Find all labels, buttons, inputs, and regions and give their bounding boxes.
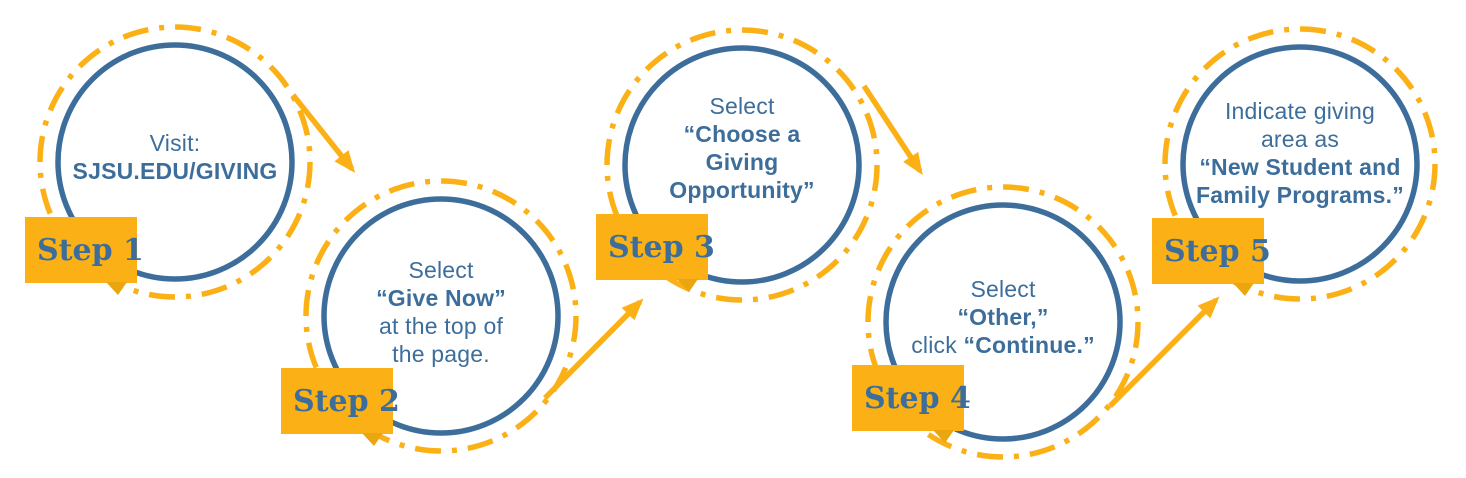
text-segment: Family Programs.” (1196, 182, 1404, 208)
badge-tail-icon (932, 430, 954, 443)
step-2-badge-label: Step 2 (293, 383, 400, 419)
arrow-step-3-to-4-icon (861, 84, 923, 176)
text-segment: Visit: (149, 130, 201, 156)
circle-text-line: Opportunity” (607, 176, 877, 204)
step-3-badge: Step 3 (596, 214, 715, 292)
step-3-circle-text: Select “Choose a Giving Opportunity” (607, 92, 877, 204)
circle-text-line: “New Student and (1165, 153, 1435, 181)
step-4-circle-text: Select “Other,” click “Continue.” (868, 275, 1138, 359)
badge-tail-icon (105, 282, 127, 295)
circle-text-line: Visit: (40, 129, 310, 157)
circle-text-line: Select (868, 275, 1138, 303)
step-3-dashed-ring (604, 27, 880, 303)
circle-text-line: “Give Now” (306, 284, 576, 312)
text-segment: “Choose a (683, 121, 801, 147)
text-segment: Select (408, 257, 474, 283)
step-5-badge-label: Step 5 (1164, 233, 1271, 269)
step-1-badge: Step 1 (25, 217, 144, 295)
step-1-dashed-ring (37, 24, 313, 300)
step-5-badge: Step 5 (1152, 218, 1271, 296)
text-segment: Opportunity” (669, 177, 815, 203)
circle-text-line: “Choose a (607, 120, 877, 148)
step-5-circle-text: Indicate giving area as “New Student and… (1165, 97, 1435, 209)
text-segment: “Continue.” (963, 332, 1095, 358)
step-1-circle-text: Visit: SJSU.EDU/GIVING (40, 129, 310, 185)
text-segment: Select (709, 93, 775, 119)
step-4-dashed-ring (865, 184, 1141, 460)
text-segment: at the top of (378, 313, 504, 339)
text-segment: SJSU.EDU/GIVING (72, 158, 278, 184)
step-4-badge-label: Step 4 (864, 380, 971, 416)
text-segment: “New Student and (1199, 154, 1401, 180)
text-segment: Select (970, 276, 1036, 302)
text-segment: “Other,” (957, 304, 1049, 330)
text-segment: click (911, 332, 964, 358)
circle-text-line: the page. (306, 340, 576, 368)
step-2-badge: Step 2 (281, 368, 400, 446)
circle-text-line: “Other,” (868, 303, 1138, 331)
badge-tail-icon (361, 433, 383, 446)
text-segment: area as (1260, 126, 1340, 152)
step-2-dashed-ring (303, 178, 579, 454)
circle-text-line: Giving (607, 148, 877, 176)
step-3-badge-label: Step 3 (608, 229, 715, 265)
step-4-badge: Step 4 (852, 365, 971, 443)
arrow-step-2-to-3-icon (543, 298, 644, 400)
circle-text-line: Family Programs.” (1165, 181, 1435, 209)
text-segment: “Give Now” (376, 285, 506, 311)
arrow-step-1-to-2-icon (290, 93, 356, 173)
badge-tail-icon (676, 279, 698, 292)
circle-text-line: at the top of (306, 312, 576, 340)
step-2-circle-text: Select “Give Now” at the top of the page… (306, 256, 576, 368)
badge-tail-icon (1232, 283, 1254, 296)
step-1-badge-label: Step 1 (37, 232, 144, 268)
text-segment: Giving (705, 149, 779, 175)
text-segment: the page. (392, 341, 490, 367)
circle-text-line: click “Continue.” (868, 331, 1138, 359)
text-segment: Indicate giving (1224, 98, 1376, 124)
circle-text-line: Indicate giving (1165, 97, 1435, 125)
step-5-dashed-ring (1162, 26, 1438, 302)
circle-text-line: area as (1165, 125, 1435, 153)
circle-text-line: Select (607, 92, 877, 120)
circle-text-line: SJSU.EDU/GIVING (40, 157, 310, 185)
circle-text-line: Select (306, 256, 576, 284)
arrow-step-4-to-5-icon (1108, 296, 1220, 408)
